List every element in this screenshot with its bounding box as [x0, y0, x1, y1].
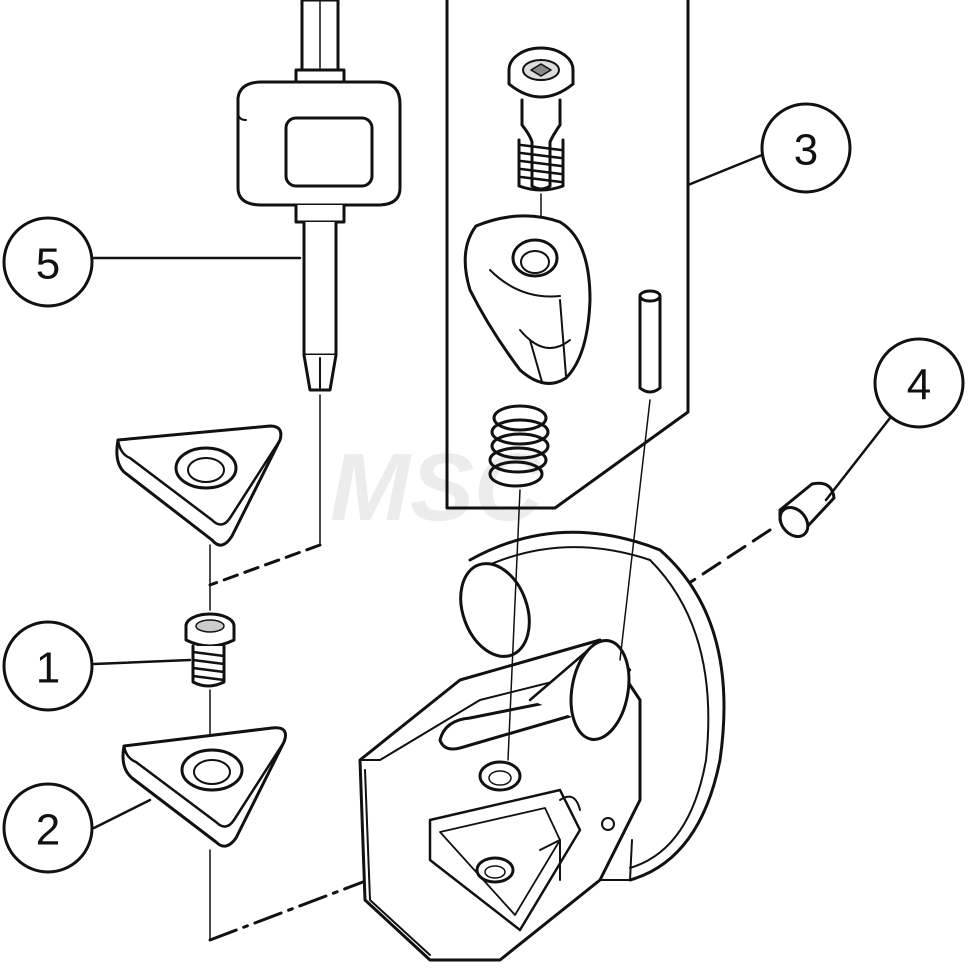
torx-key [236, 0, 402, 392]
cutting-insert [115, 424, 283, 547]
clamp-set-bracket [445, 0, 690, 510]
axis-line [507, 489, 521, 761]
tool-head [358, 530, 726, 962]
clamp [463, 214, 592, 385]
axis-line [619, 399, 651, 661]
callout-2: 2 [2, 782, 94, 874]
callout-5: 5 [2, 216, 94, 308]
callout-3-label: 3 [794, 126, 818, 175]
watermark: MSC [330, 434, 545, 541]
clamp-pin [638, 289, 662, 394]
callout-1-label: 1 [36, 644, 60, 693]
spring [488, 404, 550, 488]
callout-4: 4 [873, 337, 965, 429]
callout-1: 1 [2, 620, 94, 712]
insert-screw [184, 612, 236, 688]
dashed-path [208, 543, 322, 587]
clamp-screw [507, 46, 575, 192]
shim [121, 726, 287, 848]
callout-3-leader [686, 153, 764, 187]
callout-3: 3 [760, 102, 852, 194]
callout-2-leader [92, 798, 152, 830]
callout-4-leader [824, 416, 892, 502]
callout-1-leader [92, 658, 192, 666]
dowel-pin [778, 481, 836, 538]
callout-4-label: 4 [907, 361, 931, 410]
callout-5-label: 5 [36, 240, 60, 289]
callout-2-label: 2 [36, 806, 60, 855]
